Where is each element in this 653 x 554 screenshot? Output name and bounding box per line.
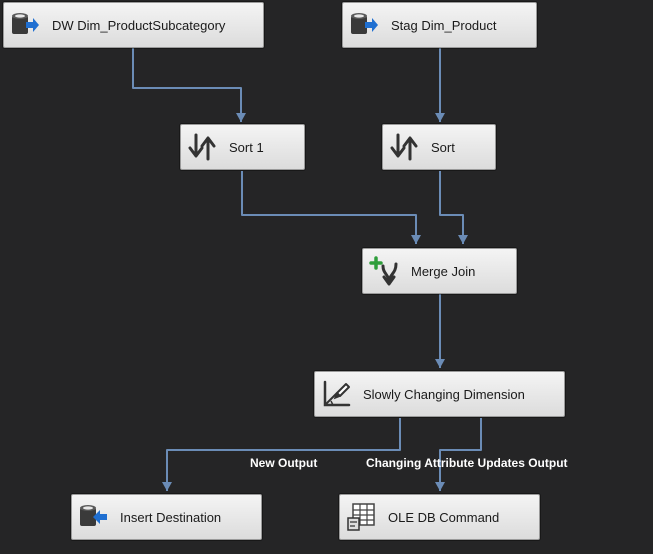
component-label: Slowly Changing Dimension bbox=[363, 386, 525, 402]
path-sort-to-mergejoin[interactable] bbox=[439, 171, 468, 244]
component-label: Sort 1 bbox=[229, 139, 264, 155]
ole-db-source-icon bbox=[351, 13, 378, 34]
path-label-changing-attribute-updates-output: Changing Attribute Updates Output bbox=[366, 456, 568, 470]
ole-db-command-icon bbox=[347, 503, 375, 531]
component-ole-db-command[interactable]: OLE DB Command bbox=[339, 494, 540, 540]
slowly-changing-dimension-icon bbox=[323, 380, 351, 407]
sort-icon bbox=[390, 133, 418, 161]
component-stag-dim-product[interactable]: Stag Dim_Product bbox=[342, 2, 537, 48]
component-dw-dim-productsubcategory[interactable]: DW Dim_ProductSubcategory bbox=[3, 2, 264, 48]
component-label: Stag Dim_Product bbox=[391, 17, 497, 33]
component-label: DW Dim_ProductSubcategory bbox=[52, 17, 226, 33]
ole-db-source-icon bbox=[12, 13, 39, 34]
component-merge-join[interactable]: Merge Join bbox=[362, 248, 517, 294]
sort-icon bbox=[188, 133, 216, 161]
component-slowly-changing-dimension[interactable]: Slowly Changing Dimension bbox=[314, 371, 565, 417]
component-label: Sort bbox=[431, 139, 455, 155]
component-sort-1[interactable]: Sort 1 bbox=[180, 124, 305, 170]
component-label: Insert Destination bbox=[120, 509, 222, 525]
merge-join-icon bbox=[369, 256, 398, 286]
path-sort1-to-mergejoin[interactable] bbox=[241, 171, 421, 244]
path-scd-to-insert[interactable] bbox=[162, 418, 401, 491]
component-label: Merge Join bbox=[411, 263, 476, 279]
path-dw-to-sort1[interactable] bbox=[132, 48, 246, 122]
component-sort[interactable]: Sort bbox=[382, 124, 496, 170]
path-scd-to-oledbcommand[interactable] bbox=[435, 418, 482, 491]
component-insert-destination[interactable]: Insert Destination bbox=[71, 494, 262, 540]
component-label: OLE DB Command bbox=[388, 509, 500, 525]
path-label-new-output: New Output bbox=[250, 456, 318, 470]
ole-db-destination-icon bbox=[80, 505, 107, 526]
